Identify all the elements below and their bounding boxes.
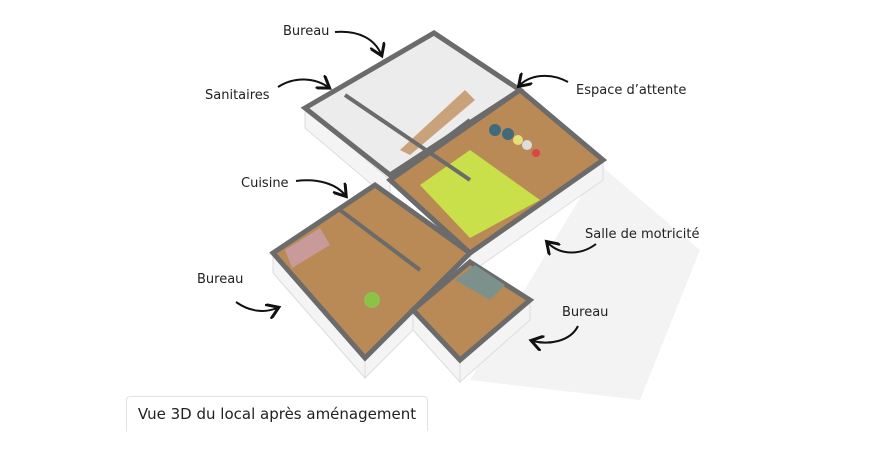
- shadow: [470, 165, 700, 400]
- interior-wall: [338, 208, 422, 272]
- green-wall: [455, 265, 505, 300]
- label-cuisine: Cuisine: [241, 176, 289, 191]
- arrow-bureau-bottom: [533, 325, 579, 343]
- exercise-ball: [489, 124, 501, 136]
- label-bureau-bottom: Bureau: [562, 305, 609, 320]
- arrow-espace-attente: [520, 76, 569, 85]
- pink-wall: [285, 228, 330, 268]
- label-espace-attente: Espace d’attente: [576, 83, 687, 98]
- exercise-ball: [513, 135, 523, 145]
- kitchen-office-floor: [269, 181, 474, 362]
- caption: Vue 3D du local après aménagement: [126, 396, 428, 431]
- exercise-ball: [522, 140, 532, 150]
- staircase: [400, 90, 475, 155]
- green-table: [364, 292, 380, 308]
- mat: [420, 150, 540, 238]
- label-bureau-left: Bureau: [197, 272, 244, 287]
- exercise-ball: [502, 128, 514, 140]
- interior-wall: [343, 93, 472, 182]
- arrow-bureau-top: [334, 30, 381, 54]
- label-salle-motricite: Salle de motricité: [585, 227, 700, 242]
- arrow-sanitaires: [277, 79, 328, 87]
- arrows: [235, 30, 597, 343]
- floors: [269, 30, 608, 364]
- interior-wall: [388, 118, 472, 182]
- arrow-cuisine: [295, 179, 345, 195]
- exercise-ball: [532, 149, 540, 157]
- label-bureau-top: Bureau: [283, 24, 330, 39]
- label-sanitaires: Sanitaires: [205, 88, 270, 103]
- arrow-bureau-left: [235, 301, 277, 311]
- arrow-salle-motricite: [548, 243, 597, 253]
